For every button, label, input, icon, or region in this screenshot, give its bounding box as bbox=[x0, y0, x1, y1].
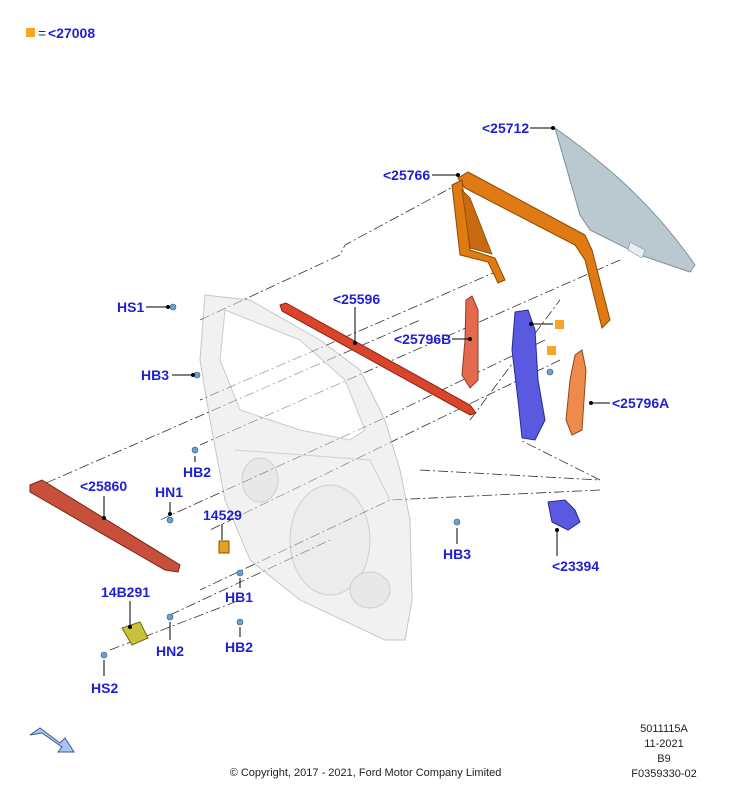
legend-equals: = bbox=[38, 25, 46, 41]
label-HB2-bottom[interactable]: HB2 bbox=[225, 639, 253, 655]
meta-line-2: 11-2021 bbox=[644, 738, 684, 750]
belt-molding bbox=[29, 479, 181, 573]
label-HB1[interactable]: HB1 bbox=[225, 589, 253, 605]
label-HB3-right[interactable]: HB3 bbox=[443, 546, 471, 562]
label-HB2-top[interactable]: HB2 bbox=[183, 464, 211, 480]
meta-line-4: F0359330-02 bbox=[631, 768, 697, 780]
label-25712[interactable]: <25712 bbox=[482, 120, 529, 136]
bracket-25796B bbox=[461, 295, 479, 389]
label-HN2[interactable]: HN2 bbox=[156, 643, 184, 659]
window-motor bbox=[547, 499, 581, 531]
front-direction-arrow-icon bbox=[29, 727, 75, 753]
label-14529[interactable]: 14529 bbox=[203, 507, 242, 523]
accent-marker-1 bbox=[555, 320, 564, 329]
legend-swatch bbox=[26, 28, 35, 37]
label-HS1[interactable]: HS1 bbox=[117, 299, 144, 315]
label-HN1[interactable]: HN1 bbox=[155, 484, 183, 500]
label-14B291[interactable]: 14B291 bbox=[101, 584, 150, 600]
label-23394[interactable]: <23394 bbox=[552, 558, 599, 574]
glass-run-channel bbox=[451, 171, 611, 329]
window-regulator bbox=[511, 309, 546, 441]
label-25796B[interactable]: <25796B bbox=[394, 331, 451, 347]
label-HB3-left[interactable]: HB3 bbox=[141, 367, 169, 383]
label-25796A[interactable]: <25796A bbox=[612, 395, 669, 411]
copyright-text: © Copyright, 2017 - 2021, Ford Motor Com… bbox=[229, 767, 502, 779]
door-glass-clip bbox=[627, 241, 646, 259]
fasteners bbox=[100, 303, 554, 659]
meta-line-3: B9 bbox=[657, 753, 671, 765]
meta-line-1: 5011115A bbox=[640, 723, 688, 735]
accent-marker-2 bbox=[547, 346, 556, 355]
legend-code: <27008 bbox=[48, 25, 95, 41]
door-inner-panel bbox=[199, 294, 413, 641]
bracket-25796A bbox=[565, 349, 587, 436]
belt-weatherstrip bbox=[279, 302, 477, 416]
connector-14529 bbox=[218, 540, 230, 554]
label-25766[interactable]: <25766 bbox=[383, 167, 430, 183]
leader-lines bbox=[102, 126, 610, 676]
module-14B291 bbox=[121, 621, 149, 646]
label-HS2[interactable]: HS2 bbox=[91, 680, 118, 696]
label-25860[interactable]: <25860 bbox=[80, 478, 127, 494]
door-glass bbox=[554, 126, 696, 273]
label-25596[interactable]: <25596 bbox=[333, 291, 380, 307]
